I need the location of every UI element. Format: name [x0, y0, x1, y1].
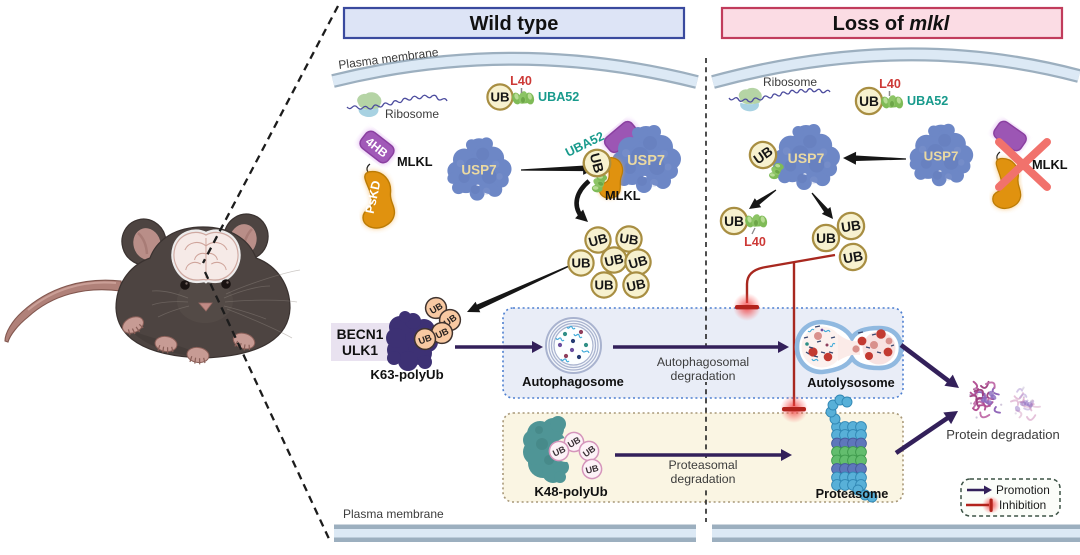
svg-text:Ribosome: Ribosome [385, 107, 439, 121]
svg-text:degradation: degradation [671, 472, 736, 486]
svg-text:BECN1: BECN1 [337, 327, 384, 342]
svg-text:K48-polyUb: K48-polyUb [534, 484, 607, 499]
svg-text:MLKL: MLKL [397, 154, 433, 169]
svg-text:Plasma membrane: Plasma membrane [343, 507, 444, 521]
svg-text:degradation: degradation [671, 369, 736, 383]
svg-text:Loss of mlkl: Loss of mlkl [833, 13, 950, 35]
svg-text:ULK1: ULK1 [342, 343, 378, 358]
svg-text:Proteasome: Proteasome [816, 487, 889, 501]
svg-text:L40: L40 [510, 74, 532, 88]
svg-text:Promotion: Promotion [996, 483, 1050, 497]
svg-text:USP7: USP7 [924, 149, 959, 164]
svg-text:Ribosome: Ribosome [763, 75, 817, 89]
svg-text:L40: L40 [744, 235, 766, 249]
svg-text:USP7: USP7 [788, 150, 825, 166]
svg-text:UBA52: UBA52 [538, 90, 579, 104]
svg-text:USP7: USP7 [627, 153, 665, 169]
svg-text:UBA52: UBA52 [907, 94, 948, 108]
svg-text:K63-polyUb: K63-polyUb [370, 367, 443, 382]
svg-text:Autophagosomal: Autophagosomal [657, 355, 749, 369]
svg-text:USP7: USP7 [461, 163, 496, 178]
svg-text:MLKL: MLKL [1032, 157, 1068, 172]
svg-text:Autophagosome: Autophagosome [522, 374, 624, 389]
svg-text:Autolysosome: Autolysosome [807, 376, 894, 390]
svg-text:Inhibition: Inhibition [999, 498, 1046, 512]
svg-text:Wild type: Wild type [470, 13, 559, 35]
svg-text:MLKL: MLKL [605, 188, 641, 203]
svg-text:L40: L40 [879, 77, 901, 91]
svg-text:Proteasomal: Proteasomal [668, 458, 737, 472]
svg-text:PsKD: PsKD [363, 179, 384, 215]
svg-text:Protein degradation: Protein degradation [946, 427, 1059, 442]
